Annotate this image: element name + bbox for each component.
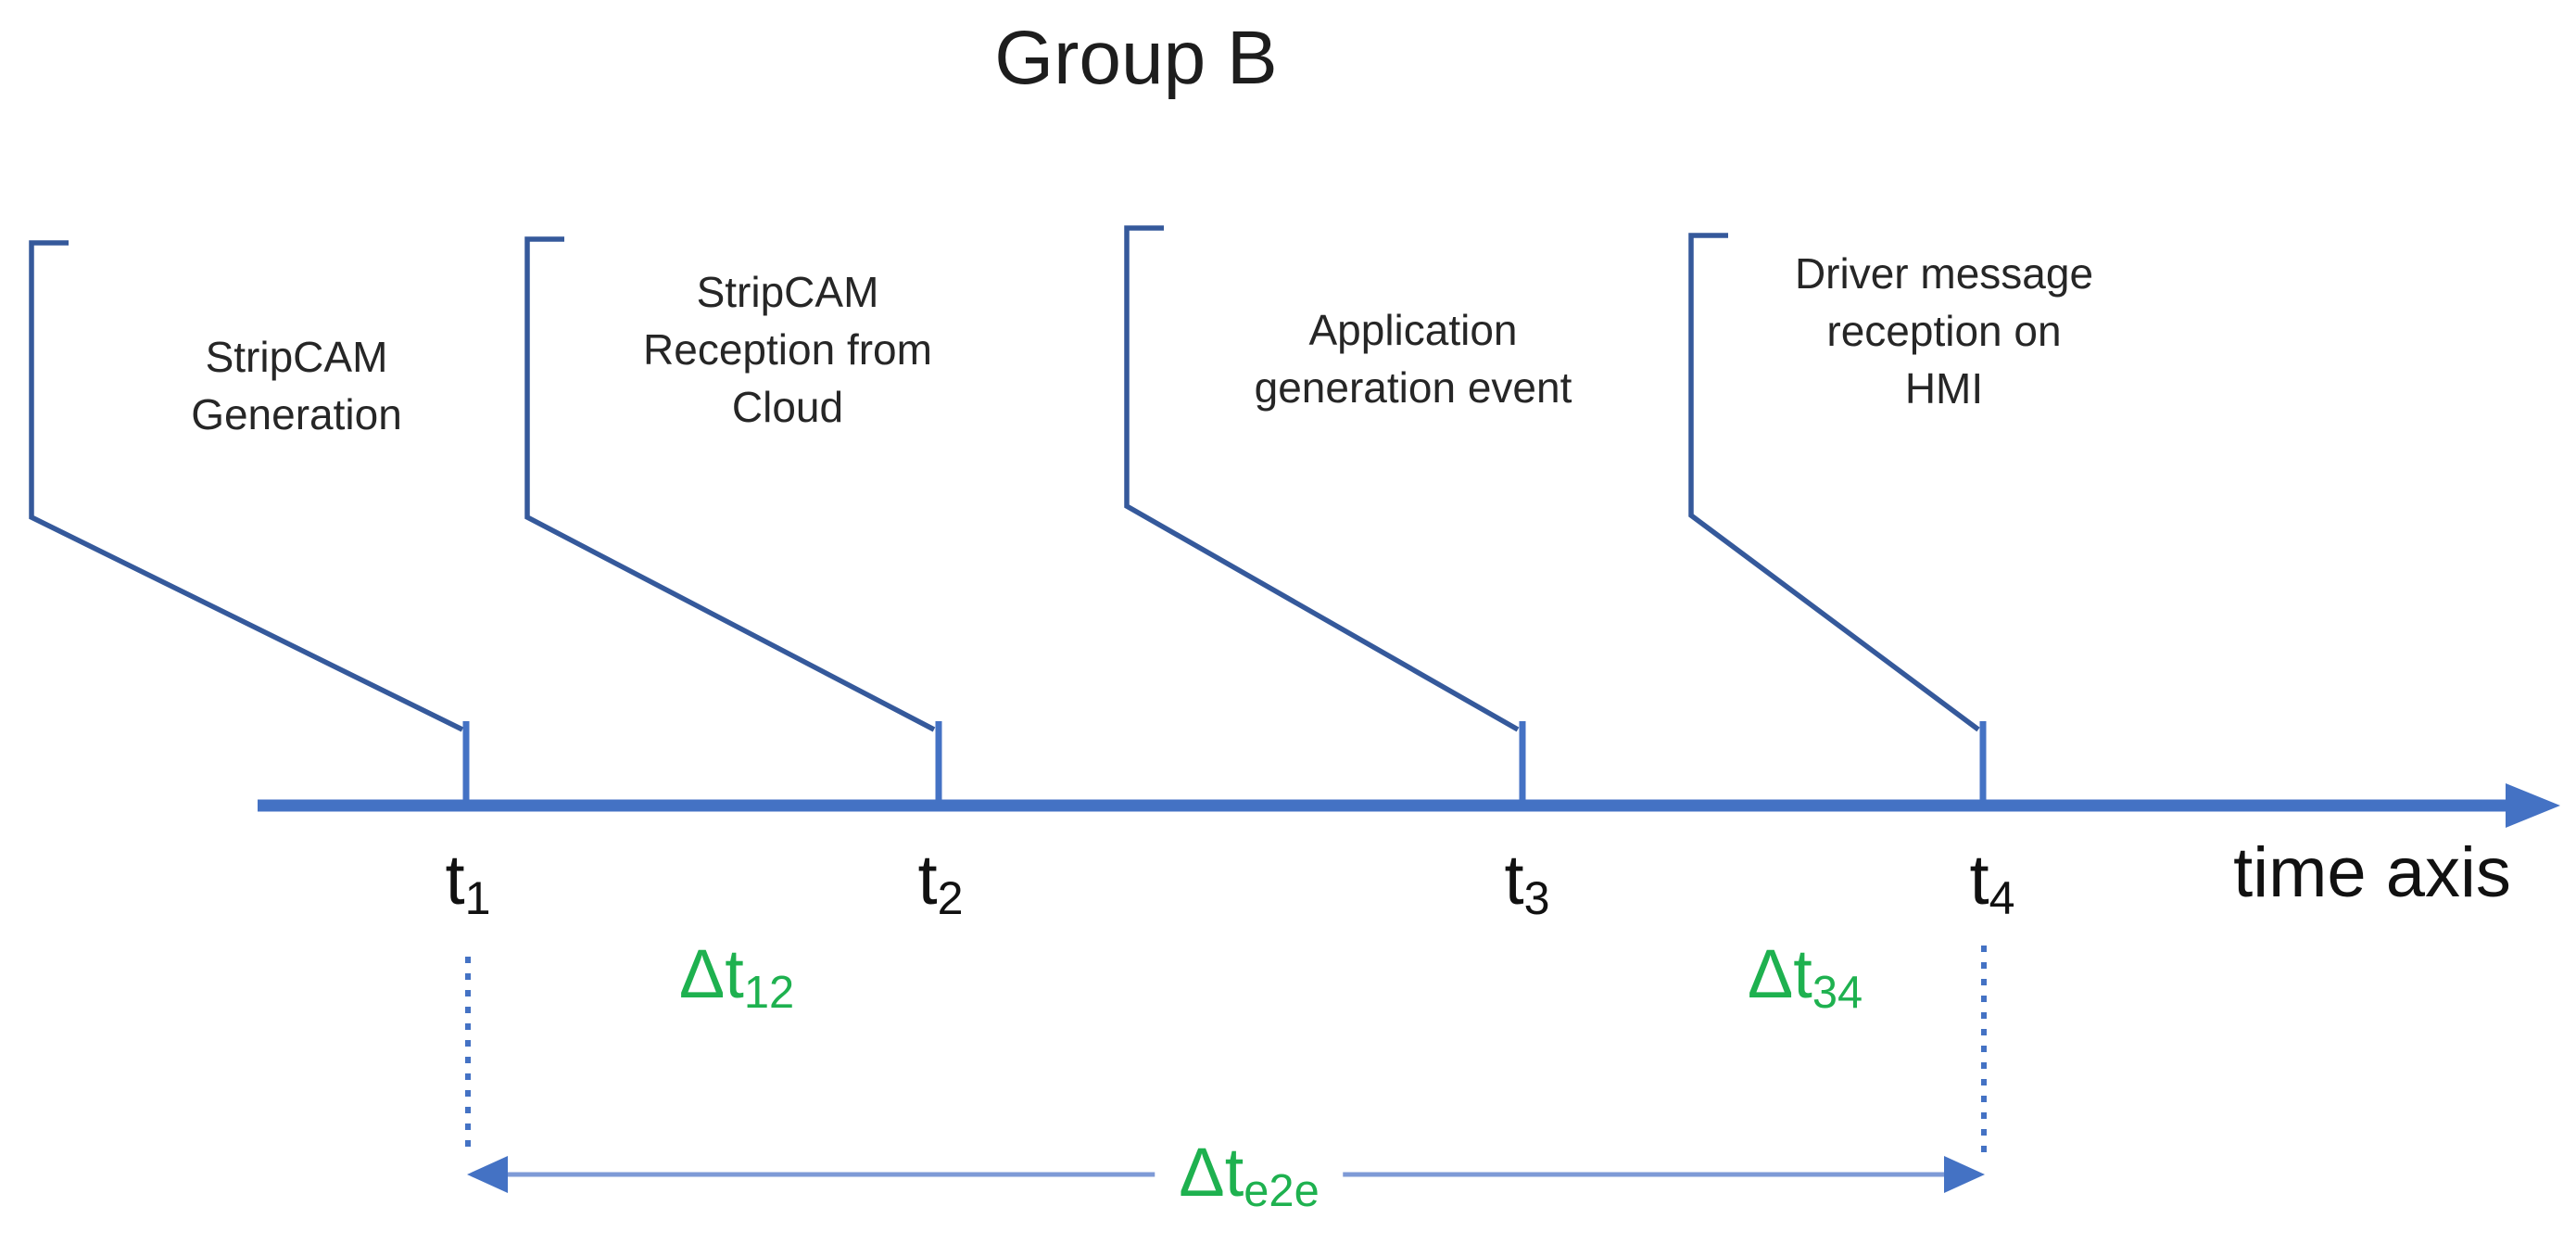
interval-label-dt34: Δt34: [1747, 935, 1863, 1018]
diagram-title: Group B: [994, 16, 1278, 100]
callout-text-driver-message: Driver message reception on HMI: [1795, 245, 2093, 417]
callout-line: Cloud: [731, 383, 844, 431]
callout-line: Generation: [191, 390, 402, 438]
callout-line: StripCAM: [696, 268, 879, 316]
callout-bracket-4: [1688, 233, 1980, 732]
callout-bracket-1: [29, 240, 464, 732]
callout-line: reception on: [1826, 307, 2062, 355]
time-axis-arrowhead-icon: [2506, 783, 2560, 828]
callout-bracket-3: [1124, 225, 1520, 732]
time-label-t1: t1: [445, 841, 491, 925]
callout-line: Reception from: [643, 325, 932, 374]
callout-bracket-2: [524, 236, 936, 732]
time-label-t3: t3: [1504, 841, 1550, 925]
interval-label-dt12: Δt12: [678, 935, 795, 1018]
callout-line: HMI: [1904, 364, 1984, 413]
time-label-t4: t4: [1969, 841, 2015, 925]
callout-text-stripcam-generation: StripCAM Generation: [191, 328, 402, 443]
interval-label-dte2e: Δte2e: [1155, 1133, 1344, 1213]
callout-text-stripcam-reception: StripCAM Reception from Cloud: [643, 263, 932, 436]
callout-line: Driver message: [1794, 249, 2094, 298]
callout-line: StripCAM: [205, 333, 388, 381]
callout-text-application-generation: Application generation event: [1255, 301, 1572, 416]
e2e-right-arrowhead-icon: [1944, 1156, 1985, 1193]
callout-line: generation event: [1254, 363, 1572, 412]
time-axis-label: time axis: [2233, 833, 2511, 912]
time-label-t2: t2: [917, 841, 964, 925]
e2e-left-arrowhead-icon: [467, 1156, 508, 1193]
callout-line: Application: [1308, 306, 1518, 354]
